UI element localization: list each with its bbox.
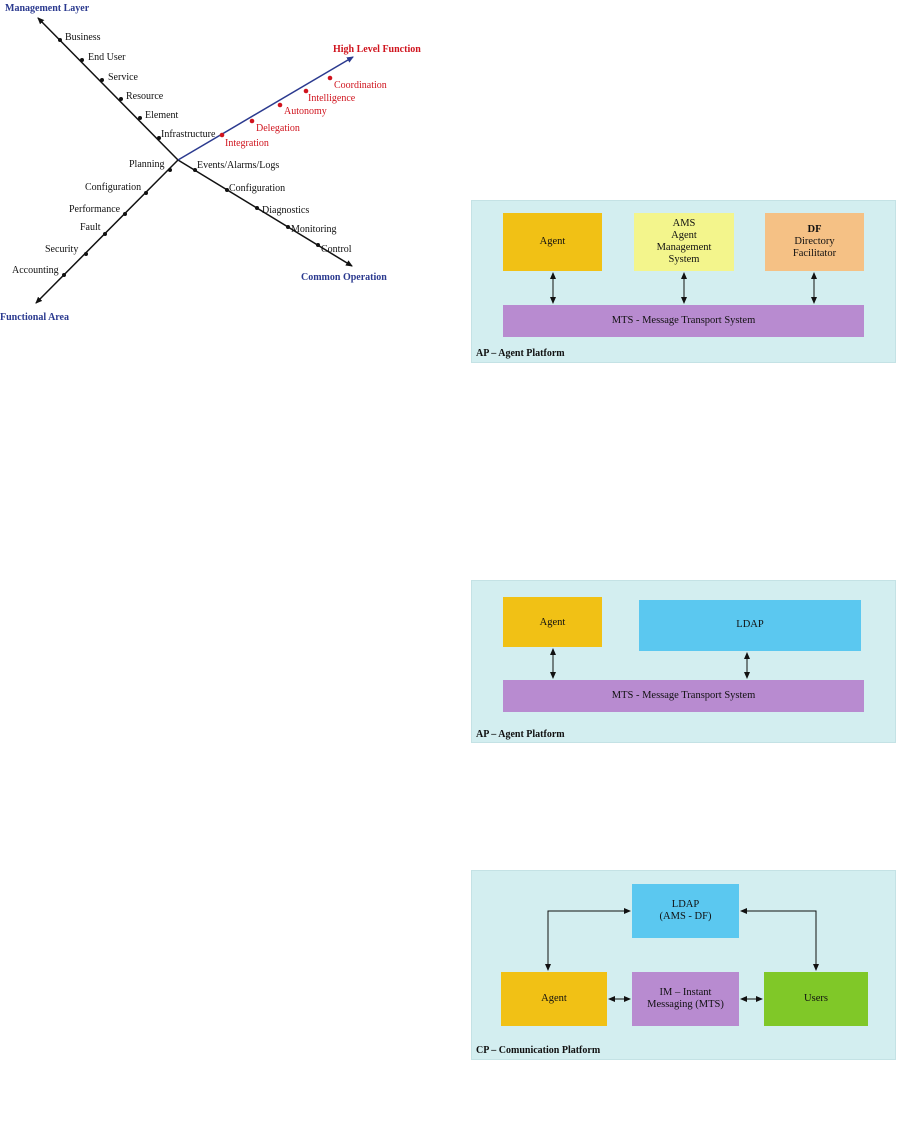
tick-label-control: Control bbox=[321, 244, 352, 255]
tick-dot bbox=[277, 102, 283, 108]
tick-label-service: Service bbox=[108, 72, 139, 83]
platform-title: CP – Comunication Platform bbox=[476, 1045, 601, 1056]
ams-label-line1: AMS bbox=[672, 217, 696, 229]
users-label: Users bbox=[804, 992, 828, 1004]
agent-label: Agent bbox=[539, 617, 566, 628]
tick-label-resource: Resource bbox=[126, 91, 164, 102]
management-layer-axis bbox=[37, 17, 179, 161]
tick-label-security: Security bbox=[45, 244, 78, 255]
axis-title-high-level-function: High Level Function bbox=[333, 44, 421, 55]
tick-dot bbox=[100, 78, 104, 82]
ldap-box: LDAP (AMS - DF) bbox=[632, 884, 739, 938]
high-level-function-axis bbox=[177, 56, 354, 161]
tick-label-configuration-co: Configuration bbox=[229, 183, 285, 194]
df-label-line3: Facilitator bbox=[792, 248, 837, 260]
tick-label-intelligence: Intelligence bbox=[308, 93, 356, 104]
tick-dot bbox=[123, 212, 127, 216]
tick-label-infrastructure: Infrastructure bbox=[161, 129, 216, 140]
tick-dot bbox=[225, 188, 229, 192]
users-box: Users bbox=[764, 972, 868, 1026]
tick-label-integration: Integration bbox=[225, 138, 269, 149]
df-label-line1: DF bbox=[807, 223, 822, 235]
tick-dot bbox=[138, 116, 142, 120]
functional-area-axis bbox=[35, 159, 179, 304]
mts-box: MTS - Message Transport System bbox=[503, 305, 864, 337]
high-level-function-items: Integration Delegation Autonomy Intellig… bbox=[219, 75, 387, 149]
common-operation-items: Events/Alarms/Logs Configuration Diagnos… bbox=[193, 160, 352, 255]
tick-label-diagnostics: Diagnostics bbox=[262, 205, 309, 216]
tick-dot bbox=[249, 118, 255, 124]
management-layer-items: Business End User Service Resource Eleme… bbox=[58, 32, 216, 140]
mts-label: MTS - Message Transport System bbox=[611, 314, 756, 326]
platform-title: AP – Agent Platform bbox=[476, 729, 565, 740]
ldap-box: LDAP bbox=[639, 600, 861, 651]
tick-dot bbox=[316, 243, 320, 247]
axis-title-functional-area: Functional Area bbox=[0, 312, 69, 323]
tick-dot bbox=[255, 206, 259, 210]
tick-label-delegation: Delegation bbox=[256, 123, 300, 134]
tick-dot bbox=[80, 58, 84, 62]
ldap-label-line1: LDAP bbox=[671, 898, 700, 910]
tick-label-events-alarms-logs: Events/Alarms/Logs bbox=[197, 160, 279, 171]
mts-label: MTS - Message Transport System bbox=[611, 689, 756, 701]
ldap-label-line2: (AMS - DF) bbox=[659, 911, 712, 922]
tick-dot bbox=[303, 88, 309, 94]
tick-label-autonomy: Autonomy bbox=[284, 106, 327, 117]
tick-label-business: Business bbox=[65, 32, 101, 43]
axis-title-common-operation: Common Operation bbox=[301, 272, 387, 283]
platform-title: AP – Agent Platform bbox=[476, 348, 565, 359]
tick-label-monitoring: Monitoring bbox=[291, 224, 337, 235]
tick-dot bbox=[219, 132, 225, 138]
df-label-line2: Directory bbox=[794, 235, 835, 247]
common-operation-axis bbox=[177, 159, 353, 267]
tick-dot bbox=[103, 232, 107, 236]
tick-label-accounting: Accounting bbox=[12, 265, 59, 276]
tick-dot bbox=[62, 273, 66, 277]
tick-dot bbox=[84, 252, 88, 256]
agent-box: Agent bbox=[503, 213, 602, 271]
agent-box: Agent bbox=[501, 972, 607, 1026]
tick-dot bbox=[144, 191, 148, 195]
im-label-line1: IM – Instant bbox=[659, 986, 712, 998]
ams-label-line4: System bbox=[668, 254, 700, 266]
im-box: IM – Instant Messaging (MTS) bbox=[632, 972, 739, 1026]
ams-label-line2: Agent bbox=[671, 229, 697, 241]
agent-label: Agent bbox=[539, 235, 566, 247]
tick-dot bbox=[193, 168, 197, 172]
tick-dot bbox=[58, 38, 62, 42]
agent-label: Agent bbox=[541, 992, 567, 1004]
im-label-line2: Messaging (MTS) bbox=[647, 999, 724, 1010]
axis-title-management-layer: Management Layer bbox=[5, 3, 90, 14]
tick-dot bbox=[286, 225, 290, 229]
tick-label-element: Element bbox=[145, 110, 179, 121]
ams-box: AMS Agent Management System bbox=[634, 213, 734, 271]
tick-label-configuration-fa: Configuration bbox=[85, 182, 141, 193]
mts-box: MTS - Message Transport System bbox=[503, 680, 864, 712]
tick-label-coordination: Coordination bbox=[334, 80, 387, 91]
functional-area-items: Planning Configuration Performance Fault… bbox=[12, 159, 172, 277]
tick-dot bbox=[119, 97, 123, 101]
tick-label-performance: Performance bbox=[69, 204, 121, 215]
ams-label-line3: Management bbox=[656, 242, 712, 253]
tick-dot bbox=[157, 136, 161, 140]
ldap-label: LDAP bbox=[736, 619, 764, 631]
tick-label-end-user: End User bbox=[88, 52, 126, 63]
tick-label-fault: Fault bbox=[80, 222, 101, 233]
tick-label-planning: Planning bbox=[129, 159, 165, 170]
df-box: DF Directory Facilitator bbox=[765, 213, 864, 271]
agent-box: Agent bbox=[503, 597, 602, 647]
tick-dot bbox=[168, 168, 172, 172]
tick-dot bbox=[327, 75, 333, 81]
